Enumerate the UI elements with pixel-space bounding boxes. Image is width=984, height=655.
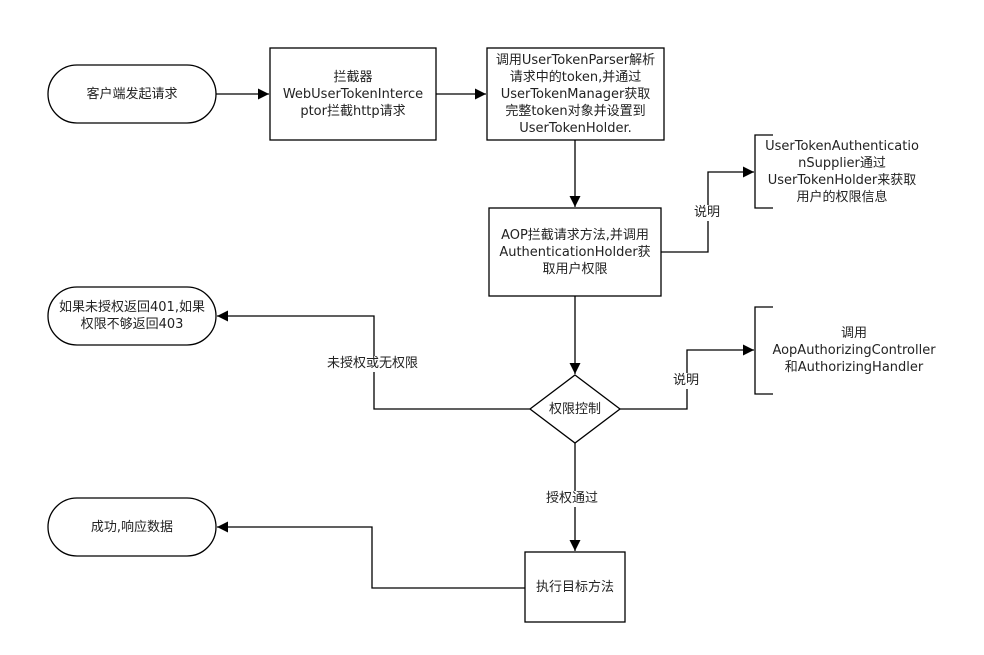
parse-token-node	[486, 47, 665, 141]
edge-label-explain-1: 说明	[694, 205, 721, 221]
edge-label-unauthorized: 未授权或无权限	[327, 356, 419, 372]
edge-label-authorized: 授权通过	[546, 491, 599, 507]
interceptor-node	[269, 47, 437, 141]
execute-method-node	[524, 551, 626, 623]
aop-intercept-text: AOP拦截请求方法,并调用 AuthenticationHolder获 取用户权…	[499, 227, 651, 277]
parse-token-text: 调用UserTokenParser解析 请求中的token,并通过 UserTo…	[495, 52, 656, 136]
auth-supplier-note-text: UserTokenAuthenticatio nSupplier通过 UserT…	[765, 139, 919, 205]
edge-execute-to-success	[217, 521, 525, 589]
interceptor-text: 拦截器 WebUserTokenInterce ptor拦截http请求	[282, 69, 424, 119]
controller-note-text: 调用 AopAuthorizingController 和Authorizing…	[772, 325, 936, 375]
unauthorized-result-node	[47, 286, 217, 346]
aop-intercept-node	[488, 207, 662, 297]
success-result-node	[47, 497, 217, 557]
controller-note-bracket	[754, 306, 773, 395]
permission-check-text: 权限控制	[548, 401, 601, 417]
unauthorized-result-text: 如果未授权返回401,如果 权限不够返回403	[59, 300, 205, 332]
execute-method-text: 执行目标方法	[535, 579, 614, 595]
success-result-text: 成功,响应数据	[90, 519, 174, 535]
auth-supplier-note-bracket	[754, 134, 773, 209]
edge-label-explain-2: 说明	[673, 373, 700, 389]
client-request-text: 客户端发起请求	[86, 86, 178, 102]
